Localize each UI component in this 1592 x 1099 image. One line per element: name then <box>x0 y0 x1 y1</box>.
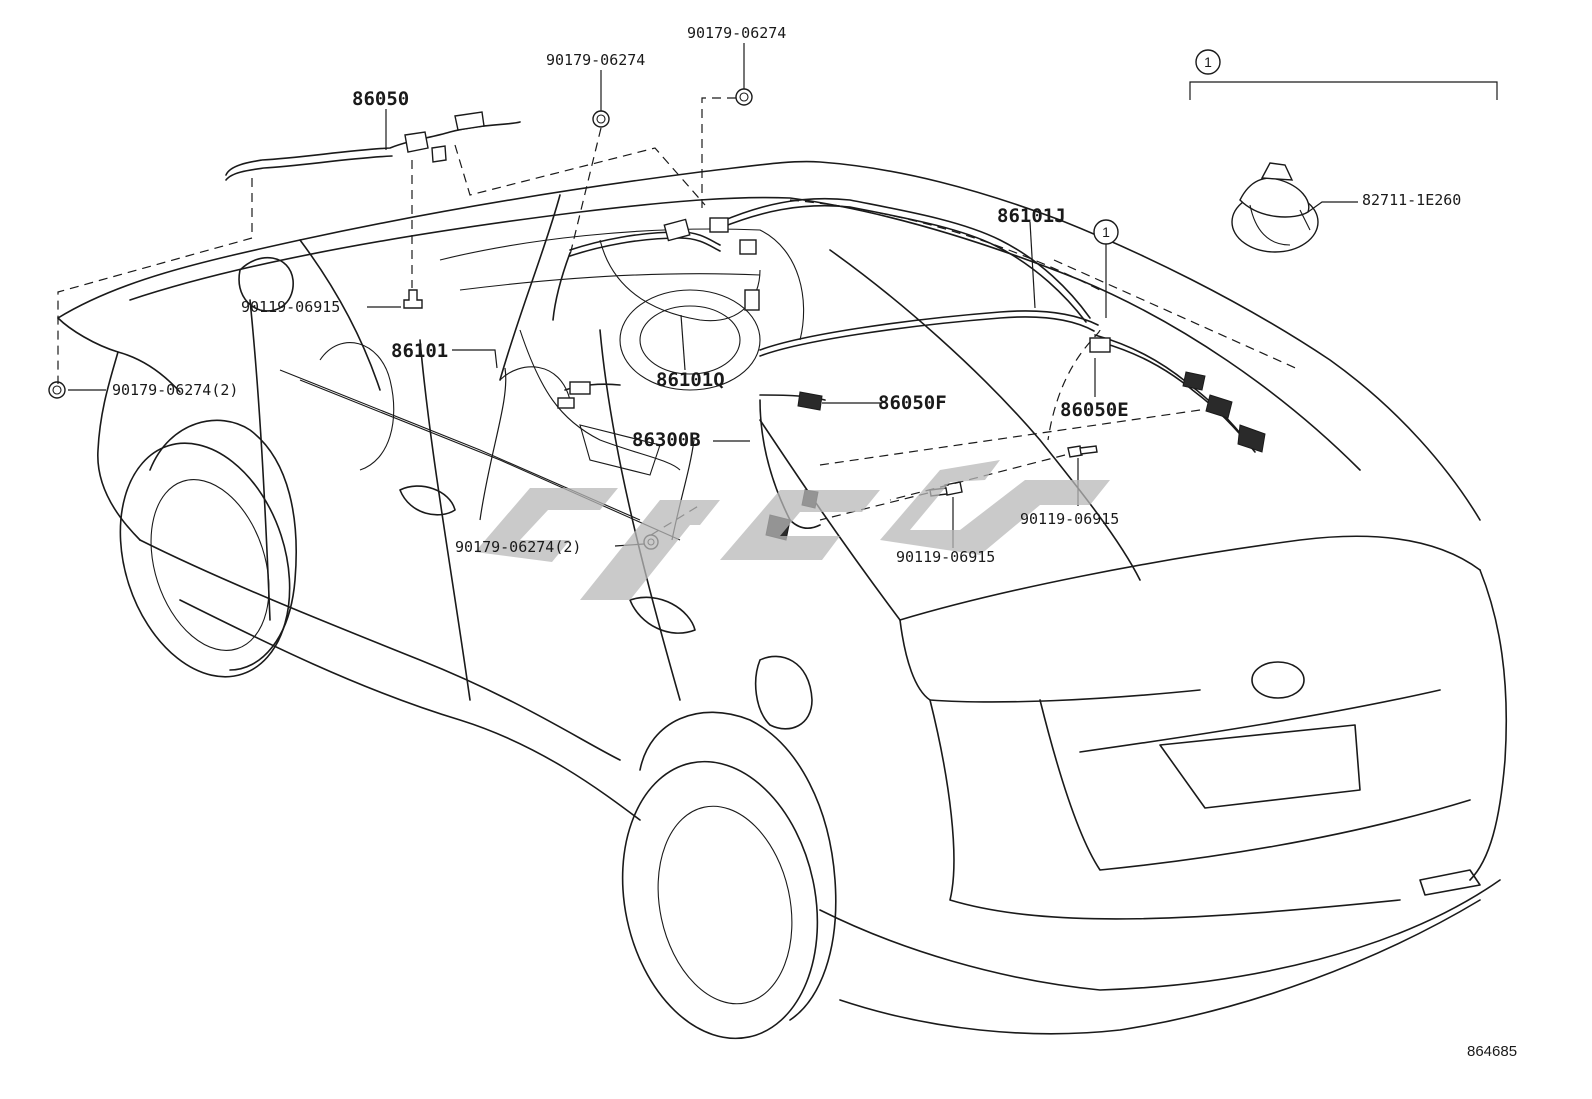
callout-number-car: 1 <box>1102 224 1110 240</box>
label-86101: 86101 <box>391 340 448 362</box>
nut-icon-left <box>48 381 66 399</box>
leader-lines <box>68 43 1358 548</box>
harness-86050E <box>1089 334 1266 453</box>
label-86101J: 86101J <box>997 205 1066 227</box>
car-body-outline <box>57 160 1508 1040</box>
callout-marker: 1 <box>1093 219 1119 245</box>
callout-number-top: 1 <box>1204 54 1212 70</box>
harness-86101Q <box>557 381 621 409</box>
label-90179-06274-top-right: 90179-06274 <box>687 24 786 42</box>
diagram-reference-number: 864685 <box>1467 1043 1517 1060</box>
label-90179-06274-2-left: 90179-06274(2) <box>112 381 238 399</box>
nut-icon-top-center <box>592 110 610 128</box>
callout-bracket: 1 <box>1189 49 1498 100</box>
label-90119-06915-right: 90119-06915 <box>1020 510 1119 528</box>
harness-86101J <box>719 197 1099 357</box>
label-86050: 86050 <box>352 88 409 110</box>
watermark-logo <box>475 460 1110 600</box>
label-90179-06274-top-center: 90179-06274 <box>546 51 645 69</box>
label-90179-06274-2-center: 90179-06274(2) <box>455 538 581 556</box>
label-86101Q: 86101Q <box>656 369 725 391</box>
nut-icon-top-right <box>735 88 753 106</box>
label-82711-1E260: 82711-1E260 <box>1362 191 1461 209</box>
clip-icon <box>1231 162 1319 253</box>
label-86050F: 86050F <box>878 392 947 414</box>
harness-86101 <box>552 217 760 321</box>
label-90119-06915-center: 90119-06915 <box>896 548 995 566</box>
label-90119-06915-left: 90119-06915 <box>241 298 340 316</box>
bolt-icon-left <box>403 289 423 309</box>
label-86050E: 86050E <box>1060 399 1129 421</box>
harness-86050 <box>225 111 521 181</box>
label-86300B: 86300B <box>632 429 701 451</box>
bolt-icon-right <box>1067 445 1098 458</box>
